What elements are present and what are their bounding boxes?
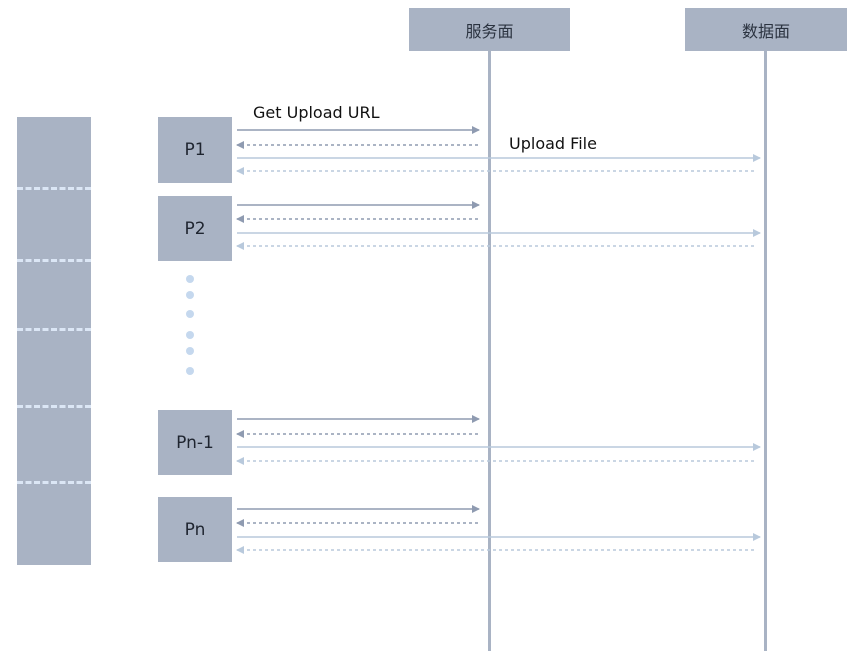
- upload-file-label: Upload File: [509, 134, 597, 153]
- data-plane-label: 数据面: [741, 21, 790, 41]
- ellipsis-dot: [186, 331, 194, 339]
- service-plane-label: 服务面: [465, 21, 514, 41]
- part-label: P1: [184, 140, 206, 160]
- file-bar: [17, 117, 91, 565]
- part-box-p1: P1: [158, 117, 232, 183]
- get-upload-url-label: Get Upload URL: [253, 103, 380, 122]
- ellipsis-dot: [186, 291, 194, 299]
- part-label: Pn: [184, 519, 206, 540]
- ellipsis-dot: [186, 275, 194, 283]
- part-label: Pn-1: [176, 432, 214, 453]
- data-plane-header: 数据面: [685, 8, 847, 51]
- part-label: P2: [184, 218, 206, 239]
- file-part-divider: [17, 481, 91, 484]
- service-plane-header: 服务面: [409, 8, 570, 51]
- file-part-divider: [17, 405, 91, 408]
- ellipsis-dot: [186, 310, 194, 318]
- ellipsis-dot: [186, 367, 194, 375]
- part-box-pn-1: Pn-1: [158, 410, 232, 475]
- ellipsis-dot: [186, 347, 194, 355]
- part-box-p2: P2: [158, 196, 232, 261]
- file-part-divider: [17, 328, 91, 331]
- part-box-pn: Pn: [158, 497, 232, 562]
- data-plane-lifeline: [764, 51, 767, 651]
- file-part-divider: [17, 259, 91, 262]
- file-part-divider: [17, 187, 91, 190]
- service-plane-lifeline: [488, 51, 491, 651]
